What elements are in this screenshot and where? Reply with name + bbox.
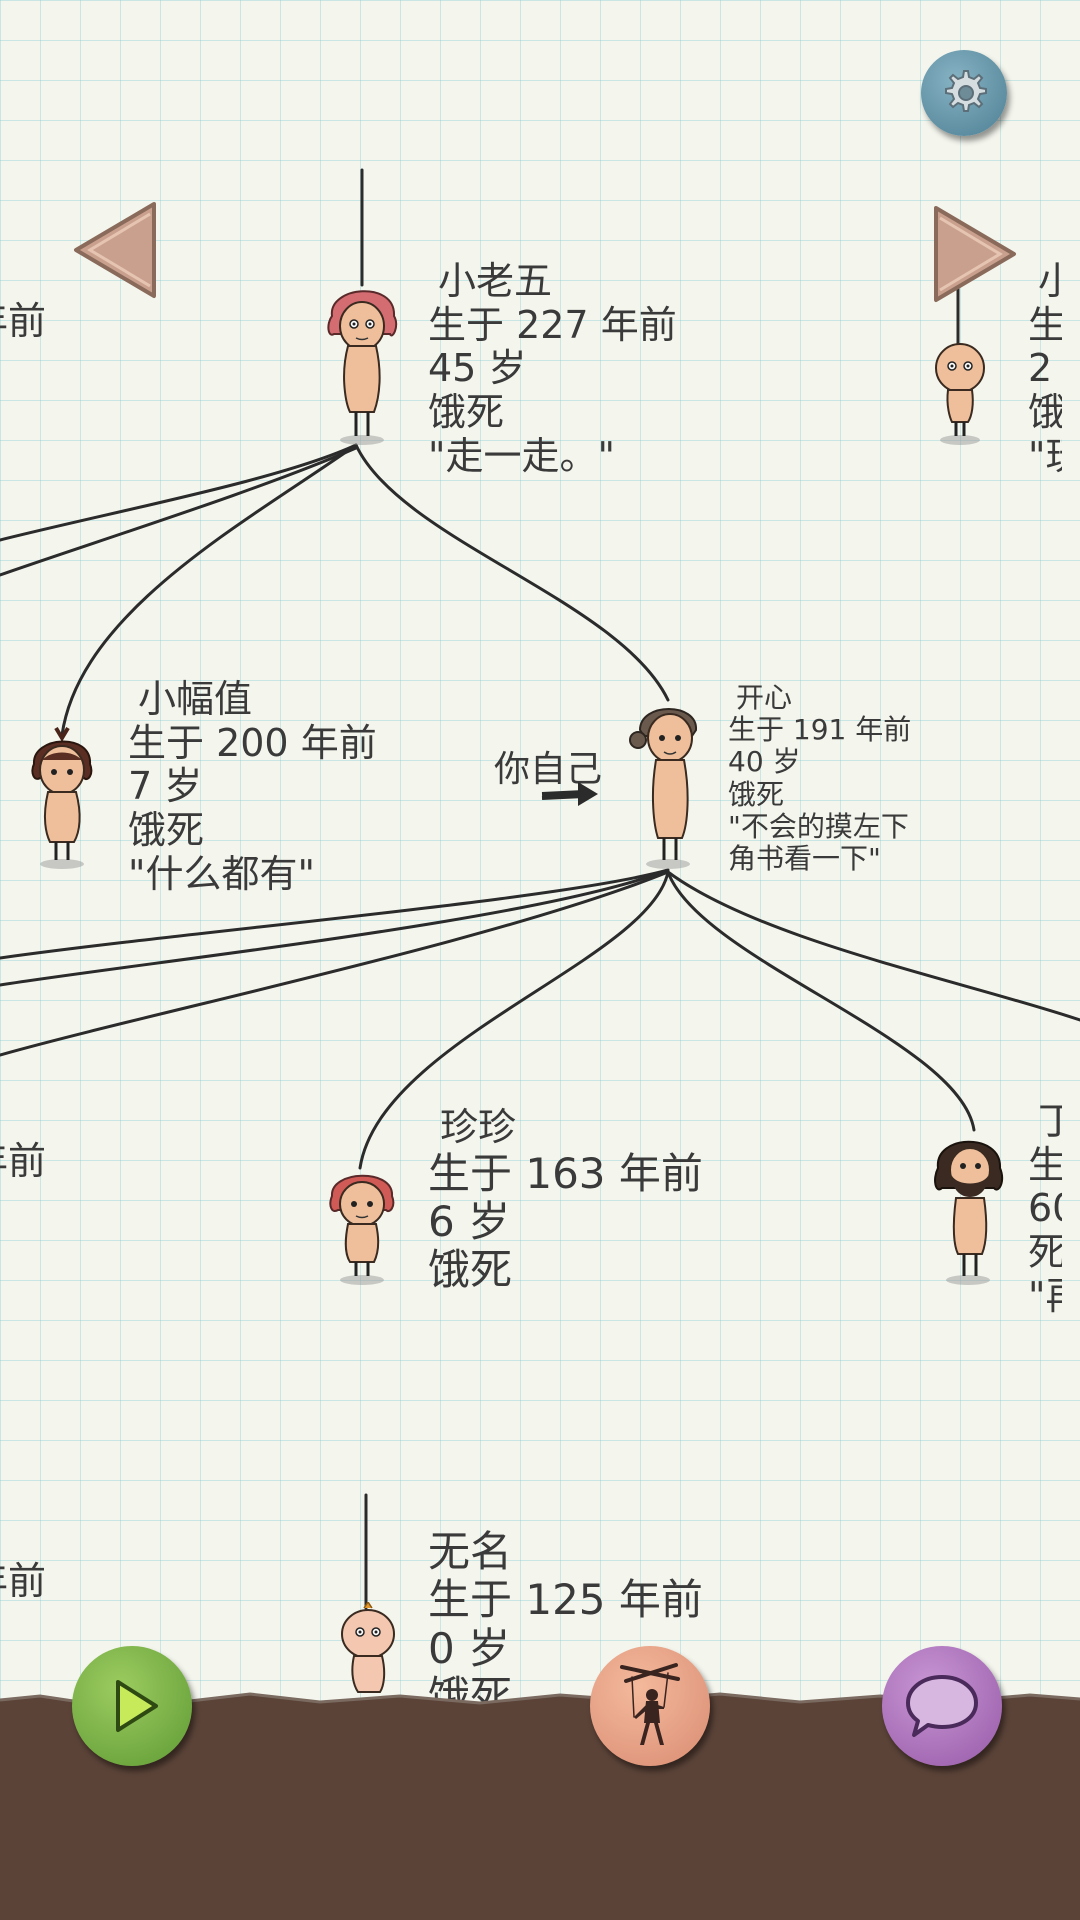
person-born: 生于 227 年前 [428,302,677,347]
person-age: 0 岁 [428,1623,511,1673]
person-cause: 饿死 [428,390,505,435]
person-born: 年前 [0,1560,46,1603]
person-born: 生于 125 年前 [428,1575,703,1625]
person-quote: "玩 [1028,433,1062,478]
person-info-mid-left: 小幅值 生于 200 年前 7 岁 饿死 "什么都有" [128,677,377,896]
person-figure-self[interactable] [626,696,710,872]
person-quote: "走一走。" [428,433,615,478]
person-cause: 饿死 [728,777,785,811]
person-age: 7 岁 [128,764,203,809]
person-quote: "不会的摸左下 [728,809,909,843]
next-arrow[interactable] [928,200,1024,310]
person-name: 小幅值 [138,677,253,721]
person-cause: 饿死 [428,1245,513,1295]
person-info-bottom-left-edge: 年前 [0,1560,46,1604]
speech-bubble-icon [906,1675,978,1737]
person-name: 开心 [736,681,793,714]
person-figure-mid-left[interactable] [22,722,102,872]
chat-button[interactable] [882,1646,1002,1766]
settings-button[interactable] [921,50,1007,136]
person-info-bottom-center: 无名 生于 125 年前 0 岁 饿死 [428,1527,703,1721]
person-info-top-left-edge: 年前 [0,300,46,344]
person-cause: 死 [1028,1230,1062,1275]
person-name: 丁 [1038,1100,1062,1143]
puppet-icon [620,1663,680,1745]
person-age: 40 岁 [728,745,801,779]
person-cause: 饿死 [128,808,205,853]
person-cause: 饿 [1028,390,1062,435]
person-info-child-left-edge: 年前 [0,1140,46,1184]
person-figure-bottom-center[interactable] [332,1602,402,1698]
self-label: 你自己 [494,749,603,790]
play-icon [116,1680,158,1732]
triangle-left-icon [74,202,156,298]
person-info-child-center: 珍珍 生于 163 年前 6 岁 饿死 [428,1105,703,1295]
puppet-button[interactable] [590,1646,710,1766]
person-quote: 角书看一下" [728,841,881,875]
person-age: 2 岁 [1028,346,1062,391]
person-info-child-right: 丁 生 60 死 "再 [1028,1100,1062,1318]
play-button[interactable] [72,1646,192,1766]
person-name: 珍珍 [440,1105,517,1149]
person-figure-child-right[interactable] [928,1128,1008,1288]
person-born: 生于 191 年前 [728,713,912,747]
gear-icon [945,70,987,112]
person-born: 生于 200 年前 [128,720,377,765]
person-age: 6 岁 [428,1196,511,1246]
previous-arrow[interactable] [66,196,162,306]
person-born: 生 [1028,302,1062,347]
person-age: 45 岁 [428,346,527,391]
person-born: 年前 [0,300,46,343]
person-name: 小老五 [438,259,553,303]
person-info-top-center: 小老五 生于 227 年前 45 岁 饿死 "走一走。" [428,259,677,478]
person-info-top-right: 小 生 2 岁 饿 "玩 [1028,260,1062,478]
triangle-right-icon [934,206,1016,302]
person-figure-top-center[interactable] [320,276,404,448]
person-name: 无名 [428,1527,513,1576]
person-age: 60 [1028,1186,1062,1231]
self-pointer-arrow-icon [541,782,598,806]
person-born: 生于 163 年前 [428,1148,703,1198]
person-figure-child-center[interactable] [322,1164,402,1288]
person-quote: "再 [1028,1273,1062,1318]
person-born: 年前 [0,1140,46,1183]
person-name: 小 [1038,260,1062,303]
person-figure-top-right[interactable] [928,336,992,448]
person-info-self: 开心 生于 191 年前 40 岁 饿死 "不会的摸左下 角书看一下" [728,681,912,875]
person-quote: "什么都有" [128,851,315,896]
person-born: 生 [1028,1142,1062,1187]
